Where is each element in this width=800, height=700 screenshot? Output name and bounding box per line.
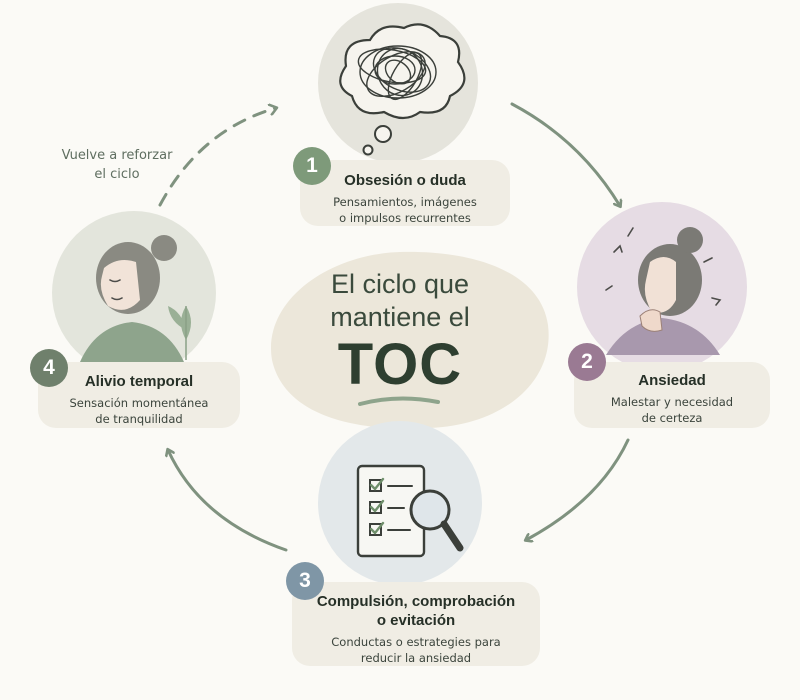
step-2-title: Ansiedad [638, 372, 706, 389]
arrow-1-to-2 [510, 102, 620, 206]
step-3-description: Conductas o estrategies para reducir la … [331, 635, 501, 665]
step-4-badge: 4 [30, 349, 68, 387]
checklist-magnifier-icon [318, 421, 482, 585]
arrow-4-to-1-dashed [158, 108, 276, 207]
tangled-thought-cloud-icon [318, 3, 478, 163]
arrow-3-to-4 [168, 450, 288, 552]
step-4-panel: Alivio temporal Sensación momentánea de … [38, 362, 240, 428]
step-1-panel: Obsesión o duda Pensamientos, imágenes o… [300, 160, 510, 226]
center-title: El ciclo que mantiene el TOC [290, 268, 510, 396]
step-1-title: Obsesión o duda [344, 172, 466, 189]
step-2-panel: Ansiedad Malestar y necesidad de certeza [574, 362, 770, 428]
step-3-badge: 3 [286, 562, 324, 600]
anxious-person-icon [577, 202, 747, 372]
step-4-description: Sensación momentánea de tranquilidad [69, 396, 209, 426]
step-3-title: Compulsión, comprobación o evitación [316, 593, 516, 629]
step-1-description: Pensamientos, imágenes o impulsos recurr… [333, 195, 477, 225]
center-title-line2: mantiene el [330, 302, 470, 332]
center-title-line1: El ciclo que [330, 269, 470, 299]
step-2-badge: 2 [568, 343, 606, 381]
step-2-description: Malestar y necesidad de certeza [610, 395, 734, 425]
relieved-person-icon [52, 211, 216, 375]
arrow-2-to-3 [526, 438, 630, 540]
step-4-title: Alivio temporal [84, 373, 194, 390]
center-blob [271, 251, 549, 429]
step-1-badge: 1 [293, 147, 331, 185]
step-3-panel: Compulsión, comprobación o evitación Con… [292, 582, 540, 666]
center-title-toc: TOC [337, 332, 463, 397]
center-underline [358, 396, 440, 406]
reinforce-cycle-note: Vuelve a reforzar el ciclo [61, 148, 173, 182]
